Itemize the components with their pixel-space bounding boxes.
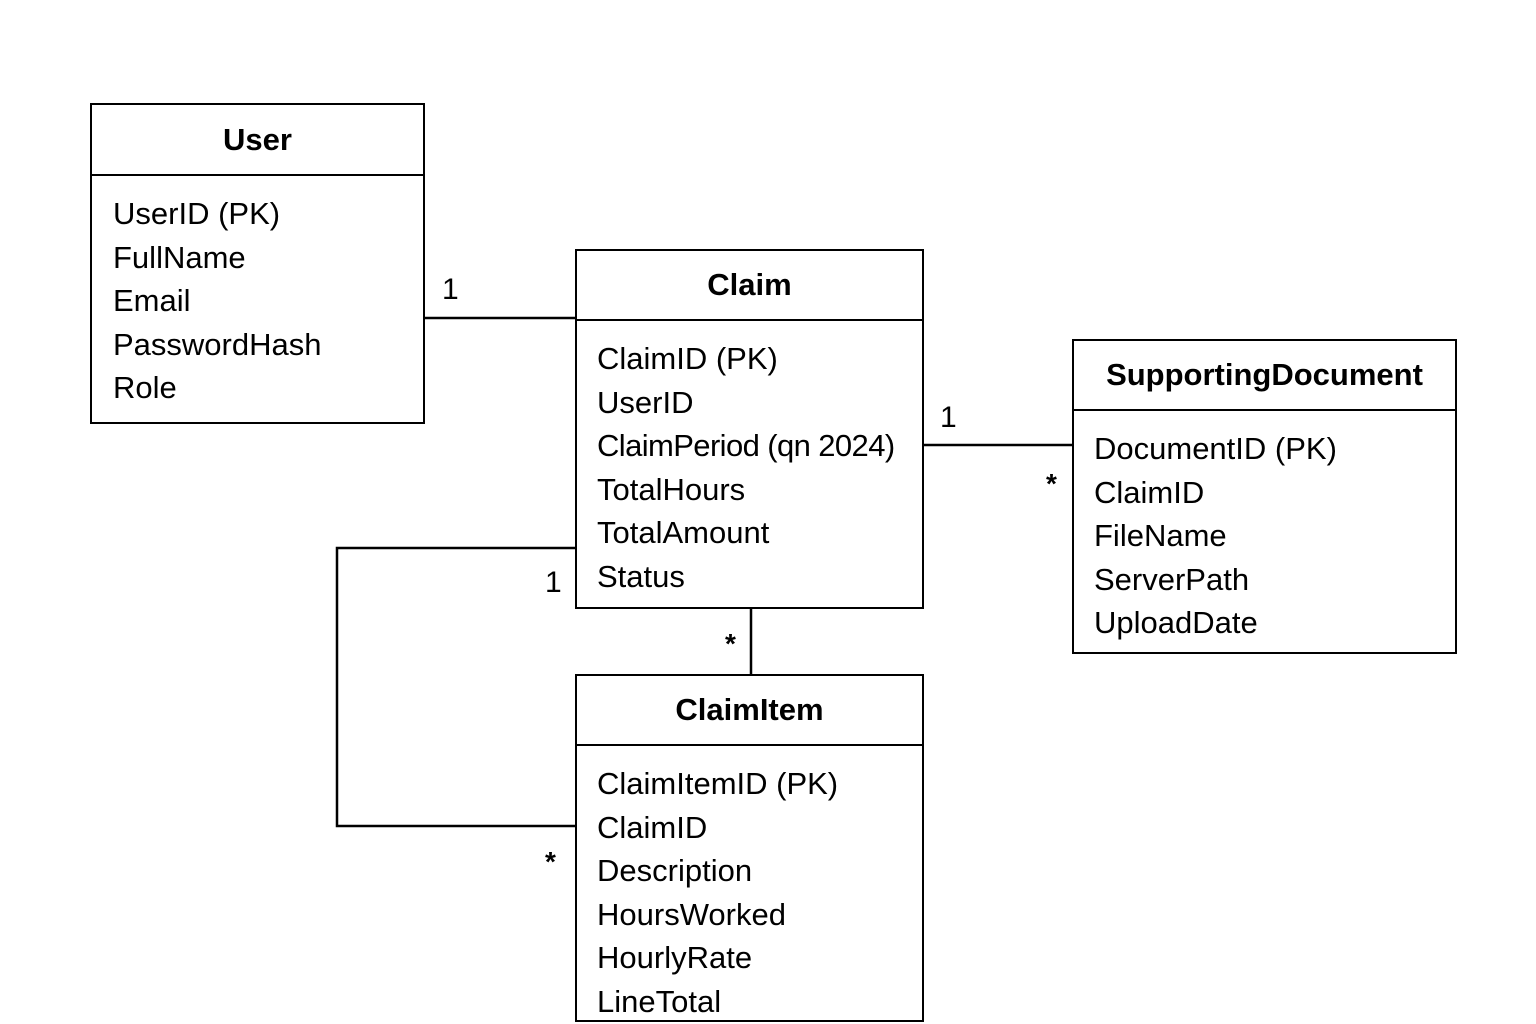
attribute: UploadDate — [1094, 605, 1258, 640]
entity-user-title: User — [92, 105, 423, 176]
attribute: LineTotal — [597, 983, 722, 1019]
entity-user-attributes: UserID (PK) FullName Email PasswordHash … — [92, 176, 423, 410]
attribute: ClaimID — [1094, 474, 1205, 510]
attribute: FileName — [1094, 518, 1227, 553]
attribute: Status — [597, 558, 685, 594]
attribute: HourlyRate — [597, 940, 753, 975]
attribute: ClaimItemID (PK) — [597, 766, 839, 801]
attribute: HoursWorked — [597, 896, 786, 932]
entity-claim-item-attributes: ClaimItemID (PK) ClaimID Description Hou… — [577, 746, 922, 1023]
multiplicity-claim-document-document-side: * — [1046, 468, 1057, 499]
entity-supporting-document-title: SupportingDocument — [1074, 341, 1455, 411]
attribute: UserID (PK) — [113, 196, 281, 231]
attribute: ServerPath — [1094, 561, 1250, 597]
entity-claim-item[interactable]: ClaimItem ClaimItemID (PK) ClaimID Descr… — [575, 674, 924, 1022]
attribute: TotalHours — [597, 471, 746, 507]
attribute: ClaimPeriod (qn 2024) — [597, 428, 895, 463]
attribute: Email — [113, 283, 191, 318]
attribute: PasswordHash — [113, 326, 322, 362]
multiplicity-claim-claimitem-claim-side: 1 — [545, 566, 562, 599]
attribute: UserID — [597, 384, 694, 420]
connector-claim-claimitem-loop — [335, 546, 576, 828]
attribute: Role — [113, 370, 177, 405]
attribute: ClaimID — [597, 809, 708, 845]
attribute: DocumentID (PK) — [1094, 431, 1337, 466]
entity-claim-item-title: ClaimItem — [577, 676, 922, 746]
attribute: ClaimID (PK) — [597, 341, 778, 376]
multiplicity-user-claim-user-side: 1 — [442, 273, 459, 306]
entity-claim[interactable]: Claim ClaimID (PK) UserID ClaimPeriod (q… — [575, 249, 924, 609]
multiplicity-claim-document-claim-side: 1 — [940, 401, 957, 434]
multiplicity-claim-claimitem-item-side-direct: * — [725, 628, 736, 659]
entity-supporting-document-attributes: DocumentID (PK) ClaimID FileName ServerP… — [1074, 411, 1455, 645]
entity-claim-title: Claim — [577, 251, 922, 321]
entity-claim-attributes: ClaimID (PK) UserID ClaimPeriod (qn 2024… — [577, 321, 922, 598]
attribute: FullName — [113, 239, 246, 275]
attribute: Description — [597, 853, 753, 888]
entity-supporting-document[interactable]: SupportingDocument DocumentID (PK) Claim… — [1072, 339, 1457, 654]
attribute: TotalAmount — [597, 515, 770, 550]
entity-user[interactable]: User UserID (PK) FullName Email Password… — [90, 103, 425, 424]
multiplicity-claim-claimitem-item-side-loop: * — [545, 846, 556, 877]
